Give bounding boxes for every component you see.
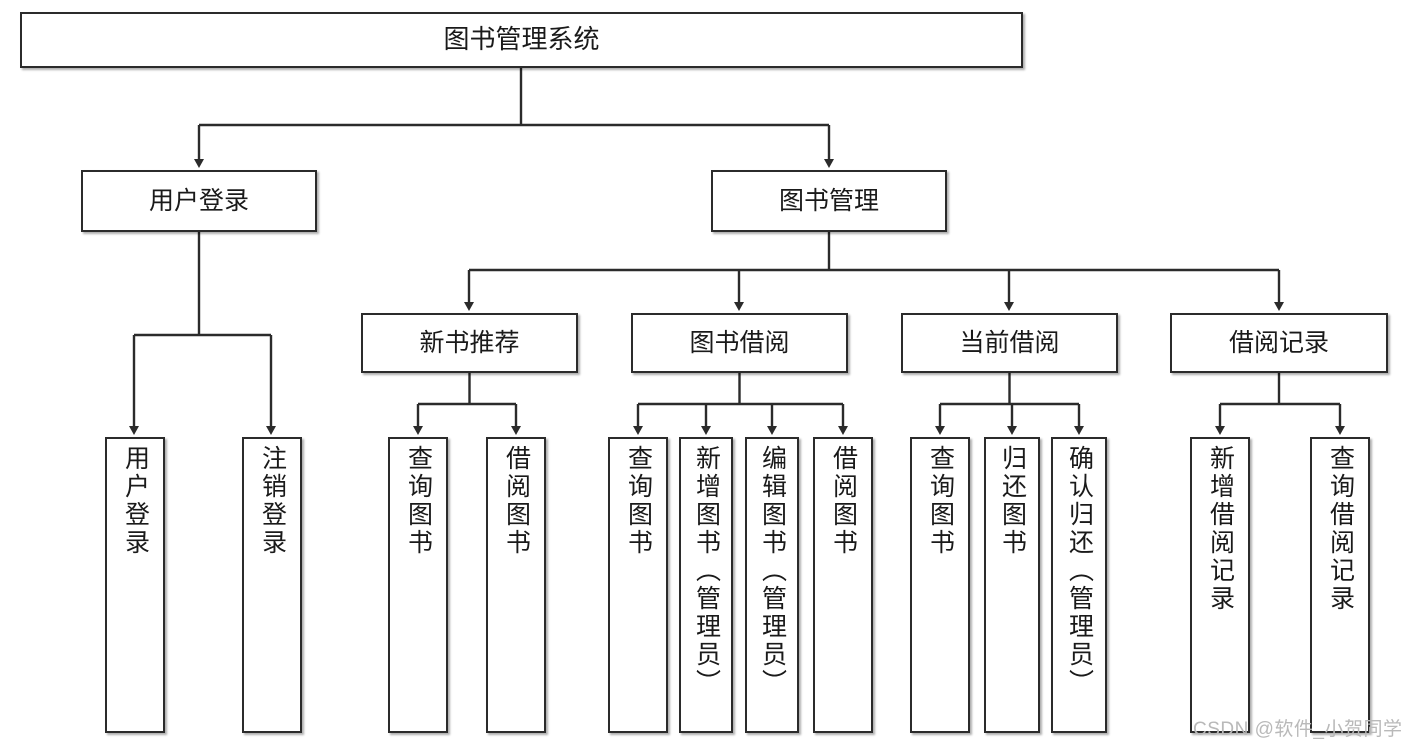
node-leaf-query-record[interactable]: 查询借阅记录: [1310, 437, 1370, 733]
node-new-book-recommend-label: 新书推荐: [419, 328, 520, 357]
node-leaf-borrow-book-1[interactable]: 借阅图书: [486, 437, 546, 733]
node-leaf-add-book-label: 新增图书（管理员）: [692, 445, 721, 697]
node-leaf-edit-book[interactable]: 编辑图书（管理员）: [745, 437, 799, 733]
node-leaf-query-book-1[interactable]: 查询图书: [388, 437, 448, 733]
node-book-manage[interactable]: 图书管理: [711, 170, 947, 232]
node-new-book-recommend[interactable]: 新书推荐: [361, 313, 578, 373]
node-leaf-edit-book-label: 编辑图书（管理员）: [758, 445, 787, 697]
node-leaf-user-login[interactable]: 用户登录: [105, 437, 165, 733]
node-leaf-return-book-label: 归还图书: [998, 445, 1027, 557]
node-root[interactable]: 图书管理系统: [20, 12, 1023, 68]
node-book-borrow[interactable]: 图书借阅: [631, 313, 848, 373]
node-leaf-add-record[interactable]: 新增借阅记录: [1190, 437, 1250, 733]
node-leaf-return-book[interactable]: 归还图书: [984, 437, 1040, 733]
watermark: CSDN @软件_小贺同学: [1193, 719, 1403, 740]
node-leaf-query-book-1-label: 查询图书: [404, 445, 433, 557]
node-leaf-borrow-book-1-label: 借阅图书: [502, 445, 531, 557]
node-root-label: 图书管理系统: [443, 24, 600, 55]
node-leaf-add-record-label: 新增借阅记录: [1206, 445, 1235, 613]
node-leaf-query-book-3-label: 查询图书: [926, 445, 955, 557]
node-leaf-add-book[interactable]: 新增图书（管理员）: [679, 437, 733, 733]
node-user-login-label: 用户登录: [148, 186, 249, 215]
node-leaf-query-record-label: 查询借阅记录: [1326, 445, 1355, 613]
node-leaf-query-book-2[interactable]: 查询图书: [608, 437, 668, 733]
node-leaf-confirm-return[interactable]: 确认归还（管理员）: [1051, 437, 1107, 733]
node-leaf-query-book-2-label: 查询图书: [624, 445, 653, 557]
node-borrow-record[interactable]: 借阅记录: [1170, 313, 1388, 373]
node-book-borrow-label: 图书借阅: [689, 328, 790, 357]
node-leaf-confirm-return-label: 确认归还（管理员）: [1065, 445, 1094, 697]
node-leaf-logout[interactable]: 注销登录: [242, 437, 302, 733]
node-leaf-borrow-book-2[interactable]: 借阅图书: [813, 437, 873, 733]
node-user-login[interactable]: 用户登录: [81, 170, 317, 232]
node-leaf-user-login-label: 用户登录: [121, 445, 150, 557]
node-leaf-borrow-book-2-label: 借阅图书: [829, 445, 858, 557]
node-current-borrow-label: 当前借阅: [959, 328, 1060, 357]
node-leaf-logout-label: 注销登录: [258, 445, 287, 557]
node-book-manage-label: 图书管理: [778, 186, 879, 215]
node-leaf-query-book-3[interactable]: 查询图书: [910, 437, 970, 733]
node-borrow-record-label: 借阅记录: [1228, 328, 1329, 357]
node-current-borrow[interactable]: 当前借阅: [901, 313, 1118, 373]
